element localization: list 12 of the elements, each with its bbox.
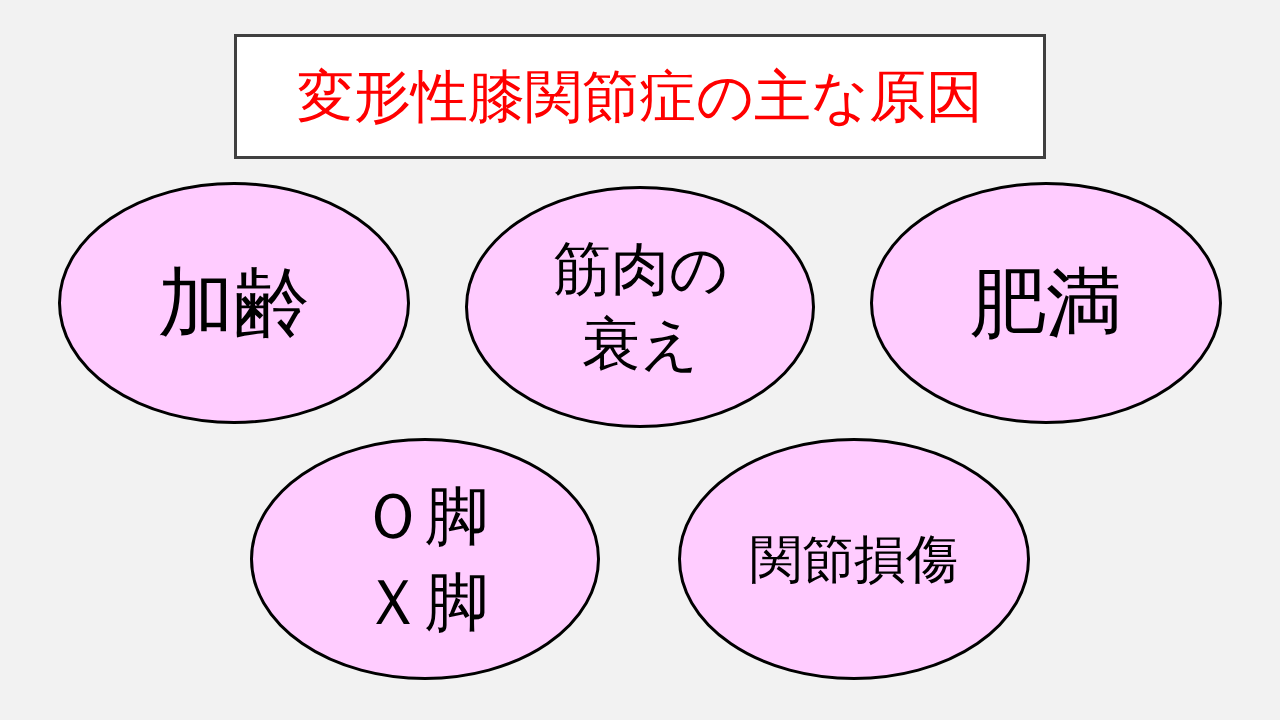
cause-label: 筋肉の衰え	[551, 233, 729, 380]
cause-label: 加齢	[158, 257, 310, 349]
title-text: 変形性膝関節症の主な原因	[297, 65, 983, 128]
cause-label: Ｘ脚	[361, 564, 489, 641]
cause-label: 関節損傷	[750, 527, 958, 591]
cause-ellipse	[870, 182, 1222, 424]
cause-label: Ｏ脚	[361, 477, 489, 555]
cause-ellipse	[678, 438, 1030, 680]
cause-ellipse	[465, 186, 815, 428]
cause-ellipse	[58, 182, 410, 424]
cause-label: 肥満	[970, 257, 1122, 349]
cause-ellipse	[250, 438, 600, 680]
